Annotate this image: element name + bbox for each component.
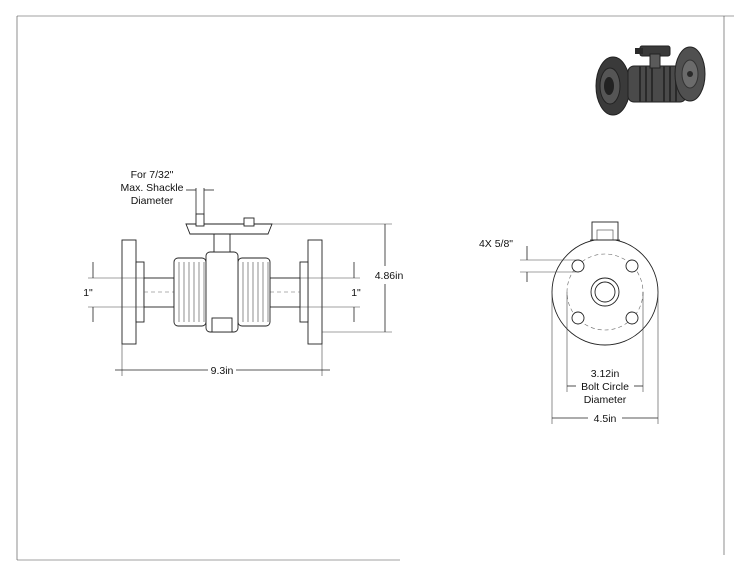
flange-diameter-dimension: 4.5in	[551, 292, 659, 425]
bolt-circle-dimension: 3.12in Bolt Circle Diameter	[566, 292, 644, 406]
sheet-border	[16, 15, 734, 561]
valve-handle	[185, 223, 273, 235]
pipe-right-dimension: 1"	[300, 262, 361, 322]
pipe-left-dimension: 1"	[83, 262, 144, 322]
bolt-circle-label-2: Bolt Circle	[581, 381, 629, 393]
shackle-label-2: Max. Shackle	[120, 182, 183, 194]
left-flange	[121, 239, 137, 345]
height-label: 4.86in	[375, 270, 404, 282]
valve-render-image	[595, 45, 706, 116]
bolt-hole	[625, 311, 639, 325]
shackle-label-1: For 7/32"	[131, 169, 174, 181]
shackle-dimension: For 7/32" Max. Shackle Diameter	[120, 169, 214, 214]
pipe-left-label: 1"	[83, 287, 93, 299]
valve-end-view	[551, 221, 659, 346]
bolt-hole	[571, 311, 585, 325]
bolt-circle-label-1: 3.12in	[591, 368, 620, 380]
pipe-right-label: 1"	[351, 287, 361, 299]
bolt-hole	[625, 259, 639, 273]
shackle-label-3: Diameter	[131, 195, 174, 207]
bolt-hole-label: 4X 5/8"	[479, 238, 513, 250]
right-flange	[307, 239, 323, 345]
valve-stem	[213, 231, 231, 253]
length-dimension: 9.3in	[115, 344, 330, 377]
right-union-nut	[237, 257, 271, 327]
bolt-circle-label-3: Diameter	[584, 394, 627, 406]
flange-diameter-label: 4.5in	[594, 413, 617, 425]
bolt-hole	[571, 259, 585, 273]
lock-tab	[195, 213, 205, 227]
length-label: 9.3in	[211, 365, 234, 377]
left-union-nut	[173, 257, 207, 327]
height-dimension: 4.86in	[272, 223, 404, 333]
bolt-hole-dimension: 4X 5/8"	[479, 238, 578, 282]
valve-side-view	[121, 213, 323, 345]
